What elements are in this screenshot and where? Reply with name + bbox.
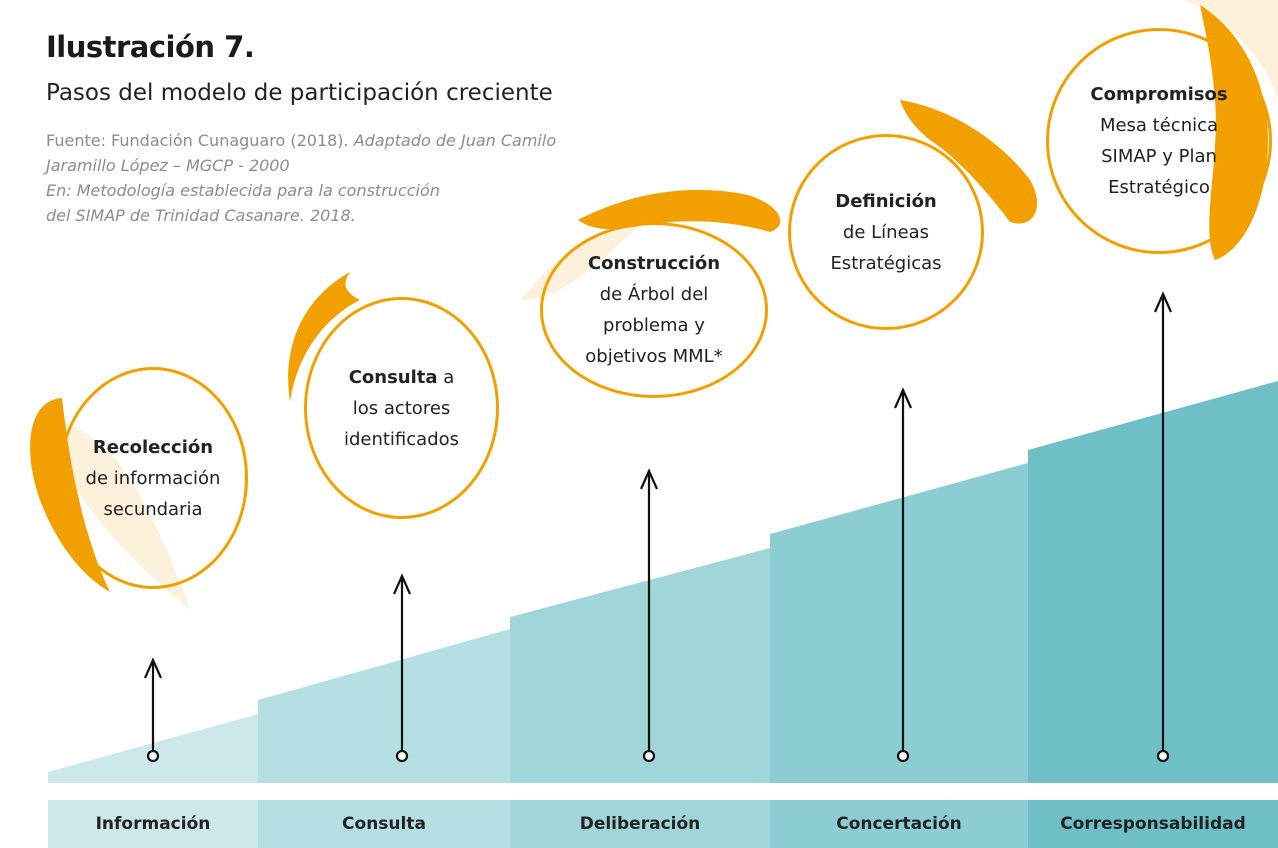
circle-line: los actores (352, 397, 451, 419)
circle-heading: Consulta (348, 366, 438, 388)
circle-node-icon (395, 749, 409, 763)
source-note: Fuente: Fundación Cunaguaro (2018). Adap… (46, 128, 686, 228)
circle-line: objetivos MML* (585, 346, 723, 367)
page-title: Ilustración 7. (46, 30, 255, 64)
step-circle-definicion: Definición de Líneas Estratégicas (788, 134, 984, 330)
step-area-consulta (258, 629, 510, 783)
leaf-icon (1185, 0, 1278, 100)
stage-label-corresponsabilidad: Corresponsabilidad (1060, 814, 1246, 834)
circle-line: de Árbol del (599, 284, 709, 305)
source-line-1: Fuente: Fundación Cunaguaro (2018). (46, 131, 349, 150)
circle-line: identificados (343, 428, 460, 450)
circle-line: SIMAP y Plan (1101, 146, 1217, 167)
stage-label-informacion: Información (95, 814, 211, 834)
stage-bar-4 (770, 800, 1028, 848)
circle-line: de Líneas (842, 221, 930, 243)
step-circle-construccion: Construcción de Árbol del problema y obj… (540, 222, 768, 398)
circle-line: de información (85, 467, 221, 489)
circle-line: Mesa técnica (1099, 115, 1219, 136)
circle-node-icon (146, 749, 160, 763)
step-circle-consulta: Consulta a los actores identificados (304, 297, 499, 519)
leaf-icon (578, 189, 781, 232)
source-line-3: En: Metodología establecida para la cons… (46, 181, 440, 200)
circle-heading: Recolección (92, 436, 214, 458)
circle-line: secundaria (103, 498, 203, 520)
stage-label-consulta: Consulta (342, 814, 426, 834)
stage-bar-1 (48, 800, 258, 848)
leaf-icon (900, 100, 1038, 224)
stage-bar-3 (510, 800, 770, 848)
circle-heading-suffix: a (437, 366, 455, 388)
circle-heading: Compromisos (1090, 84, 1228, 105)
circle-line: problema y (603, 315, 705, 336)
circle-heading: Construcción (587, 253, 721, 274)
source-line-4: del SIMAP de Trinidad Casanare. 2018. (46, 206, 356, 225)
step-circle-compromisos: Compromisos Mesa técnica SIMAP y Plan Es… (1046, 28, 1272, 254)
circle-node-icon (1156, 749, 1170, 763)
stage-label-concertacion: Concertación (836, 814, 962, 834)
source-line-2: Jaramillo López – MGCP - 2000 (46, 156, 290, 175)
stage-bar-2 (258, 800, 510, 848)
circle-heading: Definición (835, 190, 937, 212)
stage-label-deliberacion: Deliberación (579, 814, 701, 834)
circle-node-icon (896, 749, 910, 763)
step-area-concertacion (770, 463, 1028, 783)
source-line-1-italic: Adaptado de Juan Camilo (353, 131, 557, 150)
circle-line: Estratégicas (830, 252, 942, 274)
step-area-corresponsabilidad (1028, 381, 1278, 783)
circle-line: Estratégico (1108, 177, 1210, 198)
page-subtitle: Pasos del modelo de participación crecie… (46, 80, 553, 106)
step-circle-recoleccion: Recolección de información secundaria (58, 367, 248, 589)
stage-bar-5 (1028, 800, 1278, 848)
circle-node-icon (642, 749, 656, 763)
leaf-icon (288, 272, 360, 402)
step-area-deliberacion (510, 548, 770, 783)
